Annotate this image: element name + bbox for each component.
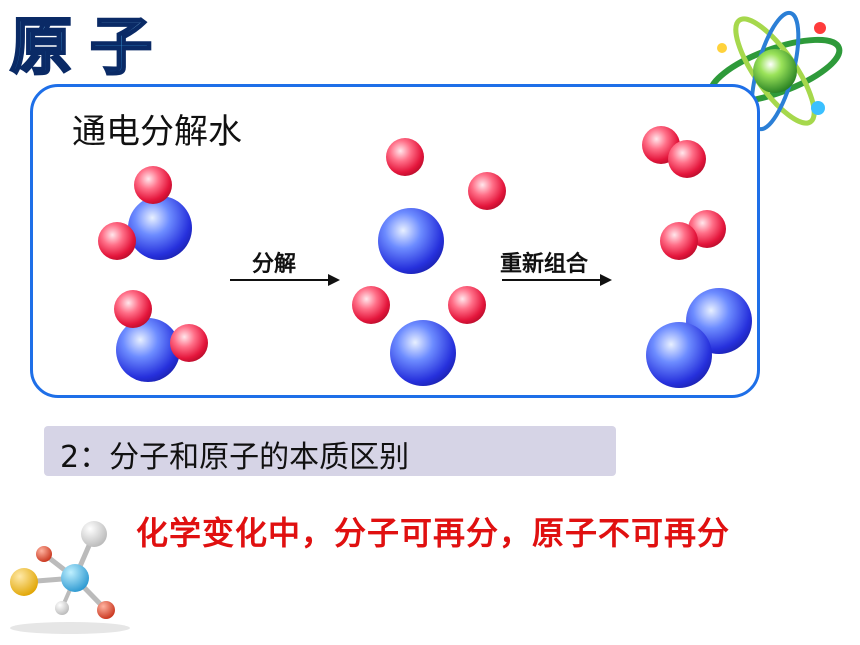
arrow-right-icon [230, 274, 340, 286]
oxygen-atom [98, 222, 136, 260]
arrow-right-icon [502, 274, 612, 286]
molecule-model-icon [0, 510, 140, 640]
oxygen-atom [134, 166, 172, 204]
hydrogen-atom [646, 322, 712, 388]
atom-orbit-icon [700, 6, 850, 136]
hydrogen-atom [116, 318, 180, 382]
page-title: 原子 [6, 4, 246, 85]
oxygen-atom [468, 172, 506, 210]
oxygen-atom [448, 286, 486, 324]
hydrogen-atom [128, 196, 192, 260]
panel-heading: 通电分解水 [72, 112, 242, 152]
section-heading: 2：分子和原子的本质区别 [60, 440, 410, 475]
oxygen-atom [352, 286, 390, 324]
conclusion-text: 化学变化中，分子可再分，原子不可再分 [136, 514, 731, 552]
page-title-text: 原子 [10, 10, 170, 83]
oxygen-atom [386, 138, 424, 176]
hydrogen-atom [378, 208, 444, 274]
oxygen-atom [660, 222, 698, 260]
oxygen-atom [170, 324, 208, 362]
decompose-label: 分解 [252, 252, 297, 277]
oxygen-atom [114, 290, 152, 328]
recombine-label: 重新组合 [500, 252, 589, 277]
oxygen-atom [668, 140, 706, 178]
hydrogen-atom [390, 320, 456, 386]
section-heading-bar [44, 426, 616, 476]
